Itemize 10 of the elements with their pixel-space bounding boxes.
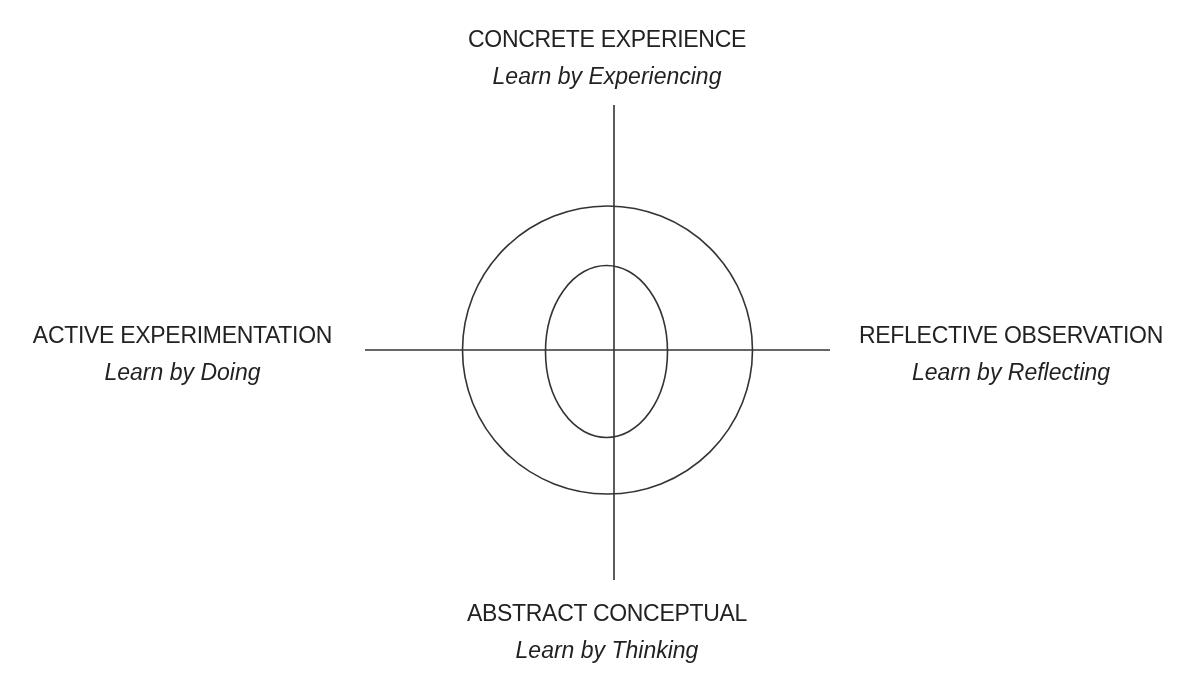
stage-subtitle: Learn by Doing [104, 359, 261, 386]
stage-subtitle: Learn by Reflecting [911, 359, 1111, 386]
stage-heading: ACTIVE EXPERIMENTATION [32, 322, 333, 349]
axis-line [613, 104, 615, 581]
stage-subtitle: Learn by Thinking [515, 637, 699, 664]
stage-heading: ABSTRACT CONCEPTUAL [466, 600, 748, 627]
stage-heading: REFLECTIVE OBSERVATION [859, 322, 1163, 349]
axis-line [364, 349, 831, 351]
stage-subtitle: Learn by Experiencing [492, 62, 722, 90]
stage-heading: CONCRETE EXPERIENCE [468, 25, 746, 53]
